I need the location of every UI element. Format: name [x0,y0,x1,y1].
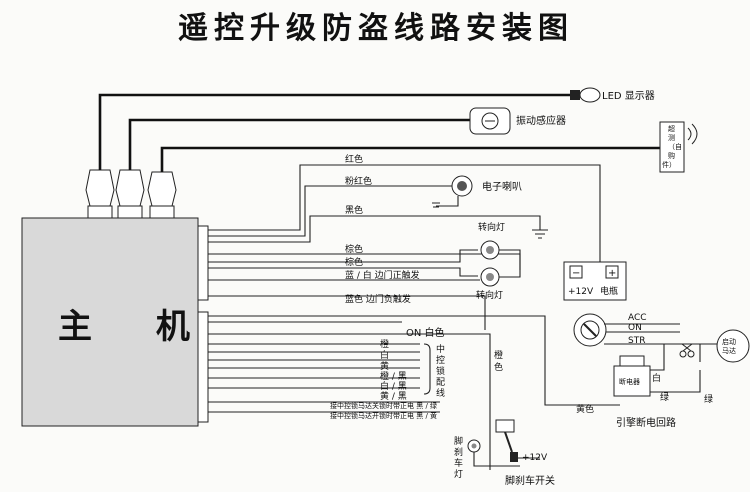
battery-label: 电瓶 [600,285,618,297]
turn-signal-bottom-icon [480,267,500,287]
motor-lock-label: 接中控锁马达关锁时带正电 黑 / 绿 [330,401,437,410]
brake-pedal-icon [495,419,518,462]
engine-cut-label: 引擎断电回路 [616,416,676,429]
turn-signal-bottom-label: 转向灯 [476,289,503,301]
svg-text:橙: 橙 [494,349,503,361]
svg-text:配: 配 [436,377,445,388]
relay-label: 断电器 [619,377,640,386]
wire-pink-label: 粉红色 [345,175,372,187]
yellow-wire-label: 黄色 [576,403,594,415]
orange-wire-label: 橙 色 [494,349,503,373]
svg-text:马达: 马达 [722,346,736,355]
connector-lower [197,311,209,423]
lower-harness [208,315,620,470]
motor-unlock-label: 接中控锁马达开锁时带正电 黑 / 黄 [330,411,437,420]
vibration-sensor-icon [469,107,511,135]
lock-wire-2: 白 [380,349,389,361]
ignition-on-label: ON [628,323,642,333]
ignition-str-label: STR [628,336,645,346]
brake-light-icon [467,439,481,453]
green-wire-label: 绿 [704,393,713,405]
lock-wire-4: 橙 / 黑 [380,370,407,382]
relay-green-label: 绿 [660,391,669,403]
sensor-plugs [85,169,177,219]
wire-brown-label-1: 棕色 [345,243,363,255]
led-display-label: LED 显示器 [602,90,655,102]
starter-motor-icon [716,329,750,363]
ignition-switch-icon [573,313,607,347]
brake-12v-label: +12V [522,453,548,463]
vibration-sensor-label: 振动感应器 [516,114,566,127]
svg-text:中: 中 [436,343,445,355]
svg-text:脚: 脚 [454,436,463,447]
svg-text:灯: 灯 [454,469,463,480]
scissors-icon [679,343,695,358]
wire-on-white-label: ON 白色 [406,326,445,339]
svg-text:购: 购 [668,151,675,160]
battery-plus: + [608,268,616,279]
main-unit-label: 主 机 [58,307,216,347]
svg-text:锁: 锁 [436,365,445,377]
starter-motor-label: 启动 [722,337,736,346]
relay-white-label: 白 [652,372,661,384]
battery-12v-label: +12V [568,287,594,297]
central-lock-label: 中 控 锁 配 线 [436,343,445,399]
wire-blue-negative-label: 蓝色 边门负触发 [345,293,411,305]
brake-switch-label: 脚刹车开关 [505,474,555,487]
lock-wire-1: 橙 [380,338,389,350]
lock-wire-5: 白 / 黑 [380,380,407,392]
svg-text:测: 测 [668,134,675,142]
svg-text:色: 色 [494,361,503,373]
lock-wire-3: 黄 [380,360,389,372]
svg-text:超: 超 [668,124,675,133]
svg-text:车: 车 [454,457,463,469]
horn-icon [432,175,473,208]
lock-wire-6: 黄 / 黑 [380,390,407,402]
main-unit [21,217,199,427]
horn-label: 电子喇叭 [482,180,522,193]
wire-brown-label-2: 棕色 [345,256,363,268]
wire-blue-positive-label: 蓝 / 白 边门正触发 [345,269,420,281]
wire-black-label: 黑色 [345,204,363,216]
ignition-acc-label: ACC [628,313,647,323]
svg-text:件）: 件） [662,160,676,169]
upper-harness [208,164,601,330]
diagram-title: 遥控升级防盗线路安装图 [178,11,574,46]
ultrasonic-sensor-icon [659,121,698,173]
ultrasonic-sensor-label: 超 测 （自 购 件） [662,124,682,169]
battery-minus: − [572,268,580,279]
svg-text:刹: 刹 [454,447,463,458]
brake-light-label: 脚 刹 车 灯 [454,436,463,480]
turn-signal-top-icon [480,240,500,260]
connector-upper [197,225,209,301]
turn-signal-top-label: 转向灯 [478,221,505,233]
svg-text:控: 控 [436,354,445,366]
ground-icon [532,229,548,239]
svg-text:（自: （自 [668,142,682,151]
led-display-icon [570,87,601,103]
wire-red-label: 红色 [345,153,363,165]
svg-text:线: 线 [436,387,445,399]
